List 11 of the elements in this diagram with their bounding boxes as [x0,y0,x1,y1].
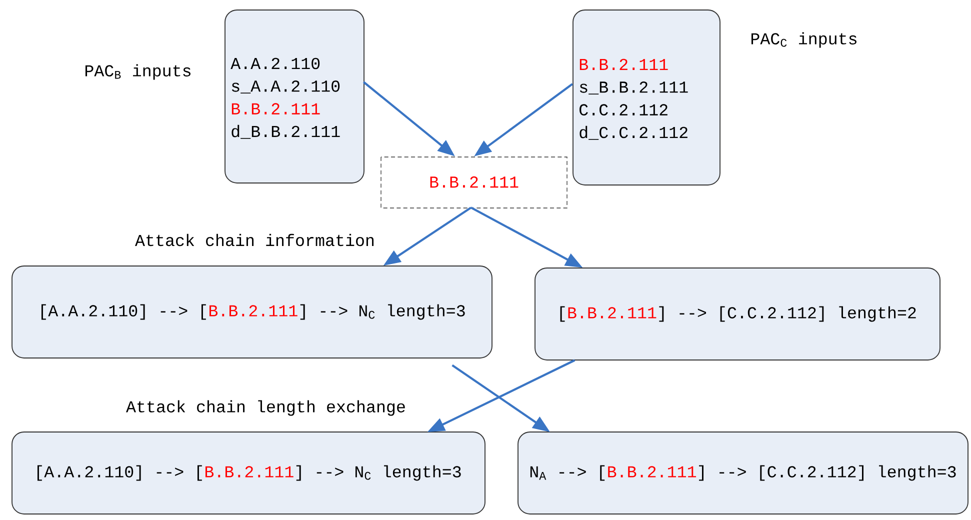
section-label: Attack chain information [135,234,374,246]
side-label: PAC$_{C}$ inputs [751,32,856,48]
side-label: PAC$_{B}$ inputs [85,64,190,80]
rounded-box: [A.A.2.110] --> [ B.B.2.111 ] --> N$_{C}$ length=3 [12,432,486,514]
rounded-box: A.A.2.110 s_A.A.2.110 B.B.2.111 d_B.B.2.111 [224,10,364,184]
rounded-box: N$_{A}$ --> [ B.B.2.111 ] --> [C.C.2.112] length=3 [518,432,968,514]
dashed-box: B.B.2.111 [380,156,568,208]
rounded-box: [A.A.2.110] --> [ B.B.2.111 ] --> N$_{C}$ length=3 [12,266,492,358]
rounded-box: [ B.B.2.111 ] --> [C.C.2.112] length=2 [534,268,940,360]
rounded-box: B.B.2.111 s_B.B.2.111 C.C.2.112 d_C.C.2.112 [572,10,720,186]
section-label: Attack chain length exchange [126,400,405,416]
